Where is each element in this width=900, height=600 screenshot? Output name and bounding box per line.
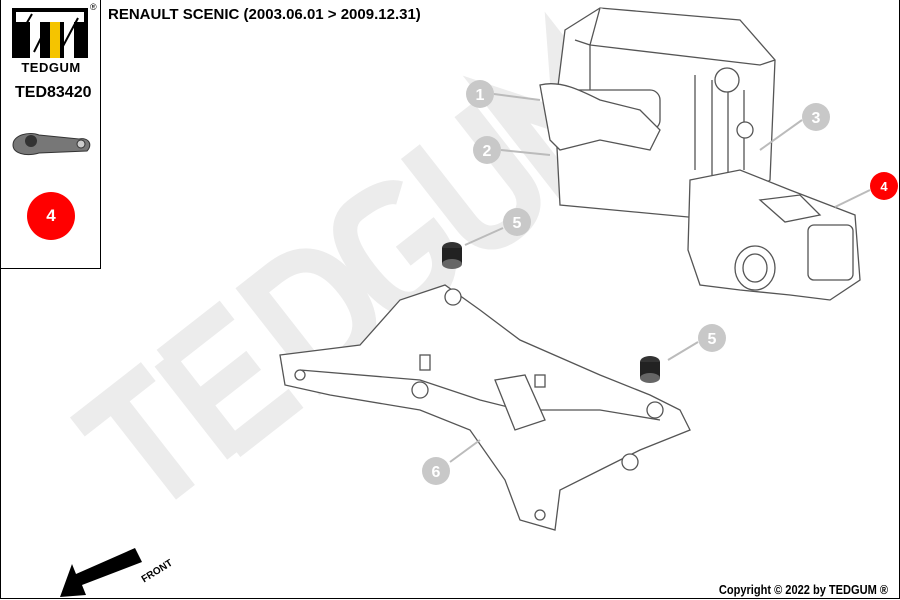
vehicle-title: RENAULT SCENIC (2003.06.01 > 2009.12.31) [108, 6, 421, 23]
reference-badge: 4 [27, 192, 75, 240]
callout-4-highlighted[interactable]: 4 [870, 172, 898, 200]
copyright: Copyright © 2022 by TEDGUM ® [718, 582, 888, 597]
brand-name: TEDGUM [21, 60, 81, 75]
bushing-5b [640, 356, 660, 383]
svg-text:1: 1 [476, 87, 485, 104]
svg-text:2: 2 [483, 143, 492, 160]
svg-text:4: 4 [880, 179, 888, 194]
part-sidebar: ® TEDGUM TED83420 4 [0, 0, 101, 269]
svg-text:5: 5 [513, 215, 522, 232]
callout-3[interactable]: 3 [802, 103, 830, 131]
bushing-5a [442, 242, 462, 269]
tedgum-logo [12, 8, 88, 58]
svg-text:3: 3 [812, 110, 821, 127]
callout-5b[interactable]: 5 [698, 324, 726, 352]
engine-block [539, 7, 861, 301]
front-arrow-icon [60, 548, 142, 597]
svg-text:5: 5 [708, 331, 717, 348]
svg-text:6: 6 [432, 464, 441, 481]
logo-mark-icon [16, 12, 84, 58]
part-thumbnail [12, 132, 91, 156]
leader-lines [449, 93, 871, 463]
subframe [279, 284, 691, 531]
callout-5a[interactable]: 5 [503, 208, 531, 236]
callout-2[interactable]: 2 [473, 136, 501, 164]
part-number: TED83420 [15, 84, 92, 101]
callout-6[interactable]: 6 [422, 457, 450, 485]
registered-mark: ® [90, 2, 97, 12]
callout-1[interactable]: 1 [466, 80, 494, 108]
